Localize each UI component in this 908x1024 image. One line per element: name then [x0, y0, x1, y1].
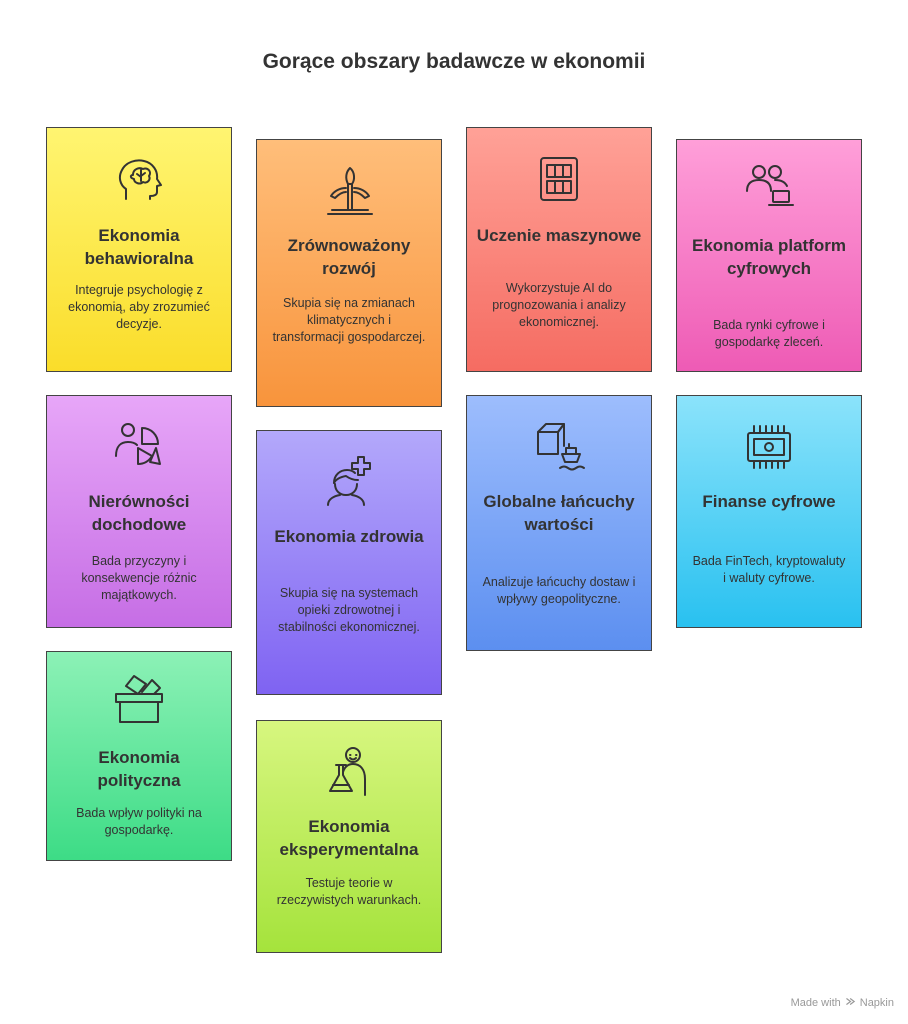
card-title: Uczenie maszynowe [476, 226, 642, 245]
doctor-plus-icon [257, 453, 441, 507]
card-title: Ekonomia zdrowia [274, 527, 424, 546]
wind-turbine-icon [257, 164, 441, 218]
card-machine-learning: Uczenie maszynowe Wykorzystuje AI do pro… [466, 127, 652, 372]
card-sustainable: Zrównoważony rozwój Skupia się na zmiana… [256, 139, 442, 407]
card-title: Zrównoważony rozwój [287, 236, 411, 278]
made-with-label: Made with [790, 997, 841, 1009]
card-description: Integruje psychologię z ekonomią, aby zr… [68, 283, 210, 331]
napkin-logo-icon [845, 996, 856, 1010]
card-global-value-chains: Globalne łańcuchy wartości Analizuje łań… [466, 395, 652, 651]
card-title: Globalne łańcuchy wartości [483, 492, 635, 534]
card-description: Skupia się na systemach opieki zdrowotne… [278, 586, 420, 634]
card-experimental-economics: Ekonomia eksperymentalna Testuje teorie … [256, 720, 442, 953]
card-title: Finanse cyfrowe [702, 492, 836, 511]
card-description: Bada wpływ polityki na gospodarkę. [76, 806, 202, 837]
box-ship-icon [467, 420, 651, 474]
ballot-box-icon [47, 672, 231, 726]
card-description: Skupia się na zmianach klimatycznych i t… [272, 296, 426, 344]
card-description: Testuje teorie w rzeczywistych warunkach… [276, 876, 422, 907]
card-description: Bada przyczyny i konsekwencje różnic maj… [81, 554, 197, 602]
card-title: Ekonomia platform cyfrowych [692, 236, 846, 278]
page-title: Gorące obszary badawcze w ekonomii [262, 50, 646, 73]
grid-chip-icon [467, 152, 651, 206]
card-title: Nierówności dochodowe [88, 492, 190, 534]
card-title: Ekonomia eksperymentalna [279, 817, 419, 859]
card-income-inequality: Nierówności dochodowe Bada przyczyny i k… [46, 395, 232, 628]
brain-head-icon [47, 153, 231, 207]
card-description: Wykorzystuje AI do prognozowania i anali… [492, 281, 626, 329]
scientist-flask-icon [257, 745, 441, 799]
card-digital-finance: Finanse cyfrowe Bada FinTech, kryptowalu… [676, 395, 862, 628]
card-description: Bada rynki cyfrowe i gospodarkę zleceń. [713, 318, 825, 349]
card-title: Ekonomia behawioralna [84, 226, 194, 268]
card-health-economics: Ekonomia zdrowia Skupia się na systemach… [256, 430, 442, 695]
card-description: Bada FinTech, kryptowaluty i waluty cyfr… [692, 554, 846, 585]
card-political-economy: Ekonomia polityczna Bada wpływ polityki … [46, 651, 232, 861]
circuit-chip-icon [677, 420, 861, 474]
footer-credit: Made with Napkin [791, 996, 894, 1010]
card-title: Ekonomia polityczna [97, 748, 181, 790]
card-behavioral: Ekonomia behawioralna Integruje psycholo… [46, 127, 232, 372]
person-pie-icon [47, 418, 231, 472]
brand-label: Napkin [859, 997, 894, 1009]
card-digital-platforms: Ekonomia platform cyfrowych Bada rynki c… [676, 139, 862, 372]
users-laptop-icon [677, 158, 861, 212]
card-description: Analizuje łańcuchy dostaw i wpływy geopo… [482, 575, 636, 606]
